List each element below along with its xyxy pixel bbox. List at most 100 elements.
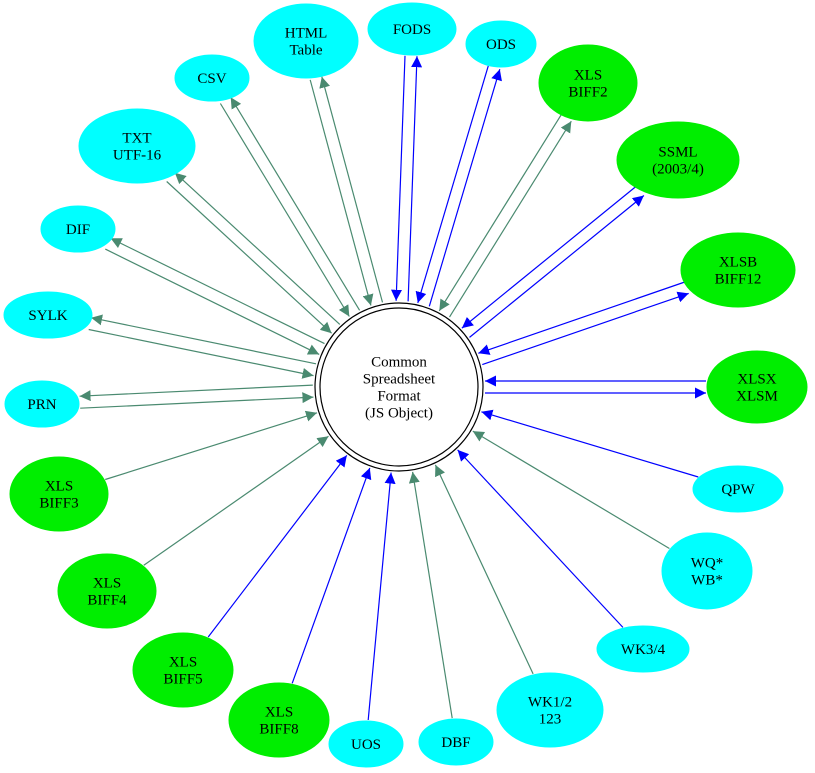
edge-dif-write (110, 237, 325, 345)
node-uos-shape (328, 720, 404, 768)
node-sylk: SYLK (3, 291, 93, 339)
edge-xls-biff8-read (291, 467, 372, 684)
node-csv-label-line: CSV (197, 71, 226, 87)
node-dbf-label: DBF (441, 735, 470, 751)
node-xls-biff2-label-line: BIFF2 (568, 85, 607, 101)
center-node-inner-ring (319, 307, 479, 467)
node-xlsx-label-line: XLSM (736, 389, 778, 405)
edge-xls-biff5-read (207, 455, 348, 638)
node-xlsx-shape (706, 350, 808, 424)
node-wk34-label-line: WK3/4 (621, 642, 666, 658)
node-qpw-label: QPW (721, 482, 755, 498)
node-fods-shape (367, 2, 457, 56)
node-sylk-label: SYLK (28, 308, 67, 324)
node-ssml-label: SSML(2003/4) (652, 145, 704, 178)
node-xls-biff8-shape (228, 682, 330, 758)
center-node-label-line: Format (377, 389, 421, 405)
node-xls-biff4-label-line: BIFF4 (87, 593, 127, 609)
node-csv-label: CSV (197, 71, 226, 87)
node-xlsb-label-line: BIFF12 (715, 272, 762, 288)
node-wk12-label-line: WK1/2 (528, 695, 572, 711)
node-txt-label-line: TXT (122, 131, 151, 147)
node-ods-label-line: ODS (486, 37, 516, 53)
node-xls-biff3-shape (9, 456, 109, 532)
edge-xlsb-write (482, 291, 689, 366)
node-wq: WQ*WB* (661, 532, 753, 610)
edge-fods-read (391, 55, 406, 301)
node-dbf-label-line: DBF (441, 735, 470, 751)
node-fods-label-line: FODS (393, 22, 431, 38)
center-node-label-line: Spreadsheet (363, 372, 436, 388)
node-qpw: QPW (692, 465, 784, 513)
edge-xls-biff2-read (438, 114, 562, 312)
center-node-label-line: (JS Object) (365, 406, 433, 422)
node-uos: UOS (328, 720, 404, 768)
node-prn: PRN (4, 380, 80, 428)
node-wk34: WK3/4 (596, 625, 690, 673)
node-ssml-label-line: SSML (658, 145, 697, 161)
node-sylk-label-line: SYLK (28, 308, 67, 324)
node-xls-biff3-label-line: XLS (45, 479, 73, 495)
edge-dif-read (105, 248, 320, 355)
edge-dbf-read (408, 471, 453, 719)
node-xls-biff5-shape (132, 632, 234, 708)
edge-wk34-read (457, 449, 624, 628)
node-fods-label: FODS (393, 22, 431, 38)
node-xls-biff8-label-line: XLS (265, 705, 293, 721)
node-wk34-label: WK3/4 (621, 642, 666, 658)
edge-ods-write (428, 69, 502, 307)
node-wq-label: WQ*WB* (691, 556, 724, 589)
node-dif-label: DIF (66, 222, 90, 238)
node-prn-label-line: PRN (27, 397, 56, 413)
node-ssml-label-line: (2003/4) (652, 162, 704, 178)
edge-txt-read (166, 181, 333, 334)
node-csv: CSV (174, 54, 250, 102)
edge-csv-read (219, 103, 350, 317)
node-xls-biff2-label-line: XLS (574, 68, 602, 84)
edge-sylk-read (88, 328, 314, 379)
center-node-label-line: Common (371, 355, 427, 371)
edge-fods-write (407, 56, 423, 302)
node-csv-shape (174, 54, 250, 102)
node-dbf-shape (418, 718, 494, 766)
edge-html-read (309, 79, 374, 306)
edge-csv-write (230, 96, 361, 311)
node-html-label-line: HTML (285, 26, 328, 42)
edge-ssml-read (461, 185, 637, 329)
node-wk12-shape (496, 672, 604, 748)
node-prn-shape (4, 380, 80, 428)
edge-ssml-write (469, 195, 645, 338)
node-ods-label: ODS (486, 37, 516, 53)
node-txt-shape (78, 108, 196, 184)
node-qpw-shape (692, 465, 784, 513)
center-node-outer-ring (314, 302, 484, 472)
node-xlsb-shape (680, 232, 796, 308)
edge-qpw-read (481, 409, 699, 478)
edges-layer (79, 55, 706, 721)
edge-prn-read (80, 392, 314, 409)
node-xls-biff2-shape (538, 44, 638, 122)
node-dif-label-line: DIF (66, 222, 90, 238)
edge-xls-biff3-read (105, 410, 318, 481)
node-sylk-shape (3, 291, 93, 339)
node-xlsb-label-line: XLSB (719, 255, 757, 271)
node-prn-label: PRN (27, 397, 56, 413)
